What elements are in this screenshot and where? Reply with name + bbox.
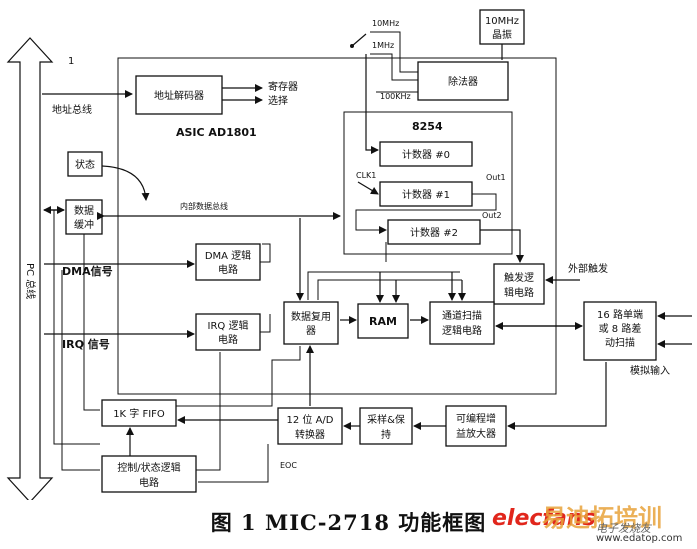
scan-logic-label: 逻辑电路 xyxy=(442,324,482,337)
fifo-label: 1K 字 FIFO xyxy=(113,407,165,420)
divider-box xyxy=(417,61,509,101)
sample-hold-box xyxy=(359,407,413,445)
scan-logic-label: 通道扫描 xyxy=(442,309,482,322)
internal-data-bus-label: 内部数据总线 xyxy=(180,201,228,211)
data-buffer-label: 数据 xyxy=(74,204,94,217)
inputmux-to-pga xyxy=(507,362,607,430)
status-curved-arrow xyxy=(101,165,150,201)
adc-box xyxy=(277,407,343,445)
dma-logic-box xyxy=(195,243,261,281)
counter0-box xyxy=(379,141,473,167)
fifo-to-mux xyxy=(176,346,301,407)
left-control-line-2 xyxy=(61,270,100,471)
timer-8254-box xyxy=(343,111,513,255)
clock-1mhz-line xyxy=(370,53,418,81)
scan-logic-box xyxy=(429,301,495,345)
clock-to-counter0 xyxy=(365,54,379,154)
irq-logic-box xyxy=(195,313,261,351)
status-box xyxy=(67,151,103,177)
counter1-label: 计数器 #1 xyxy=(402,188,450,201)
sample-hold-label: 采样&保 xyxy=(367,413,405,426)
clk1-label: CLK1 xyxy=(356,171,376,180)
trigger-logic-box xyxy=(493,263,545,305)
ram-label: RAM xyxy=(369,315,397,328)
dma-signal-label: DMA信号 xyxy=(62,264,113,278)
timer-8254-label: 8254 xyxy=(412,120,443,133)
input-mux-label: 16 路单端 xyxy=(597,308,643,321)
register-select-label: 寄存器 xyxy=(268,80,298,93)
watermark-url: www.edatop.com xyxy=(596,533,683,544)
data-mux-label: 器 xyxy=(306,325,316,337)
counter2-label: 计数器 #2 xyxy=(410,226,458,239)
out1-label: Out1 xyxy=(486,173,506,182)
osc-1mhz-label: 1MHz xyxy=(372,41,394,50)
data-mux-box xyxy=(283,301,339,345)
external-trigger-label: 外部触发 xyxy=(568,262,608,275)
register-select-label: 选择 xyxy=(268,94,288,107)
logic-to-irq xyxy=(260,314,271,333)
out2-label: Out2 xyxy=(482,211,502,220)
eoc-label: EOC xyxy=(280,461,297,470)
control-logic-box xyxy=(101,455,197,493)
bus-tie-2 xyxy=(317,279,462,300)
osc-100khz-label: 100KHz xyxy=(380,92,411,101)
control-to-irq xyxy=(196,352,221,471)
logic-to-dma xyxy=(260,243,271,263)
crystal-label: 晶振 xyxy=(492,28,512,41)
out2-line xyxy=(480,229,524,263)
asic-label: ASIC AD1801 xyxy=(176,126,257,139)
input-mux-label: 或 8 路差 xyxy=(599,322,642,335)
dma-logic-label: 电路 xyxy=(218,263,238,276)
counter0-label: 计数器 #0 xyxy=(402,148,450,161)
osc-10mhz-label: 10MHz xyxy=(372,19,399,28)
divider-label: 除法器 xyxy=(448,75,478,88)
irq-signal-label: IRQ 信号 xyxy=(62,337,110,351)
clock-10mhz-line xyxy=(370,31,418,73)
bus-tie-main xyxy=(307,271,460,300)
input-mux-label: 动扫描 xyxy=(605,336,635,349)
dma-fifo-link xyxy=(83,234,100,411)
watermark-brand-cn: 易迪拓培训 xyxy=(542,504,662,532)
control-logic-label: 控制/状态逻辑 xyxy=(117,461,180,474)
clock-switch-pivot xyxy=(350,44,354,48)
ram-box xyxy=(357,303,409,339)
adc-eoc-line xyxy=(198,444,269,483)
functional-block-diagram: PC 总线 1 ASIC AD1801 地址总线 地址解码器 寄存器 选择 10… xyxy=(6,9,692,500)
irq-logic-label: 电路 xyxy=(218,333,238,346)
pc-bus-label: PC 总线 xyxy=(24,263,37,299)
irq-logic-label: IRQ 逻辑 xyxy=(208,319,249,332)
input-mux-box xyxy=(583,301,657,361)
bus-number-label: 1 xyxy=(68,56,74,67)
fifo-box xyxy=(101,399,177,427)
asic-boundary xyxy=(117,57,557,395)
sample-hold-label: 持 xyxy=(381,428,391,441)
counter2-box xyxy=(387,219,481,245)
trigger-logic-label: 触发逻 xyxy=(504,271,534,284)
data-mux-label: 数据复用 xyxy=(291,310,331,323)
out1-line xyxy=(355,193,497,234)
address-decoder-box xyxy=(135,75,223,115)
dma-logic-label: DMA 逻辑 xyxy=(205,249,251,262)
address-bus-label: 地址总线 xyxy=(52,103,92,116)
trigger-logic-label: 辑电路 xyxy=(504,286,534,299)
data-buffer-label: 缓冲 xyxy=(74,218,94,231)
status-label: 状态 xyxy=(75,158,95,171)
adc-label: 12 位 A/D xyxy=(287,413,334,426)
clk1-arrow xyxy=(357,181,379,195)
pga-box xyxy=(445,405,507,447)
crystal-label: 10MHz xyxy=(485,16,519,27)
pga-label: 可编程增 xyxy=(456,412,496,425)
adc-label: 转换器 xyxy=(295,428,325,441)
pc-bus xyxy=(6,37,54,500)
left-control-line xyxy=(53,210,100,445)
analog-input-label: 模拟输入 xyxy=(630,364,670,377)
control-logic-label: 电路 xyxy=(139,476,159,489)
clock-select-switch xyxy=(351,33,367,47)
watermark-brand: elecfans xyxy=(492,506,596,531)
watermark-brand-sub: 电子发烧友 xyxy=(596,522,651,535)
address-decoder-label: 地址解码器 xyxy=(154,89,204,102)
figure-caption: 图 1 MIC-2718 功能框图 xyxy=(210,510,487,535)
pga-label: 益放大器 xyxy=(456,427,496,440)
